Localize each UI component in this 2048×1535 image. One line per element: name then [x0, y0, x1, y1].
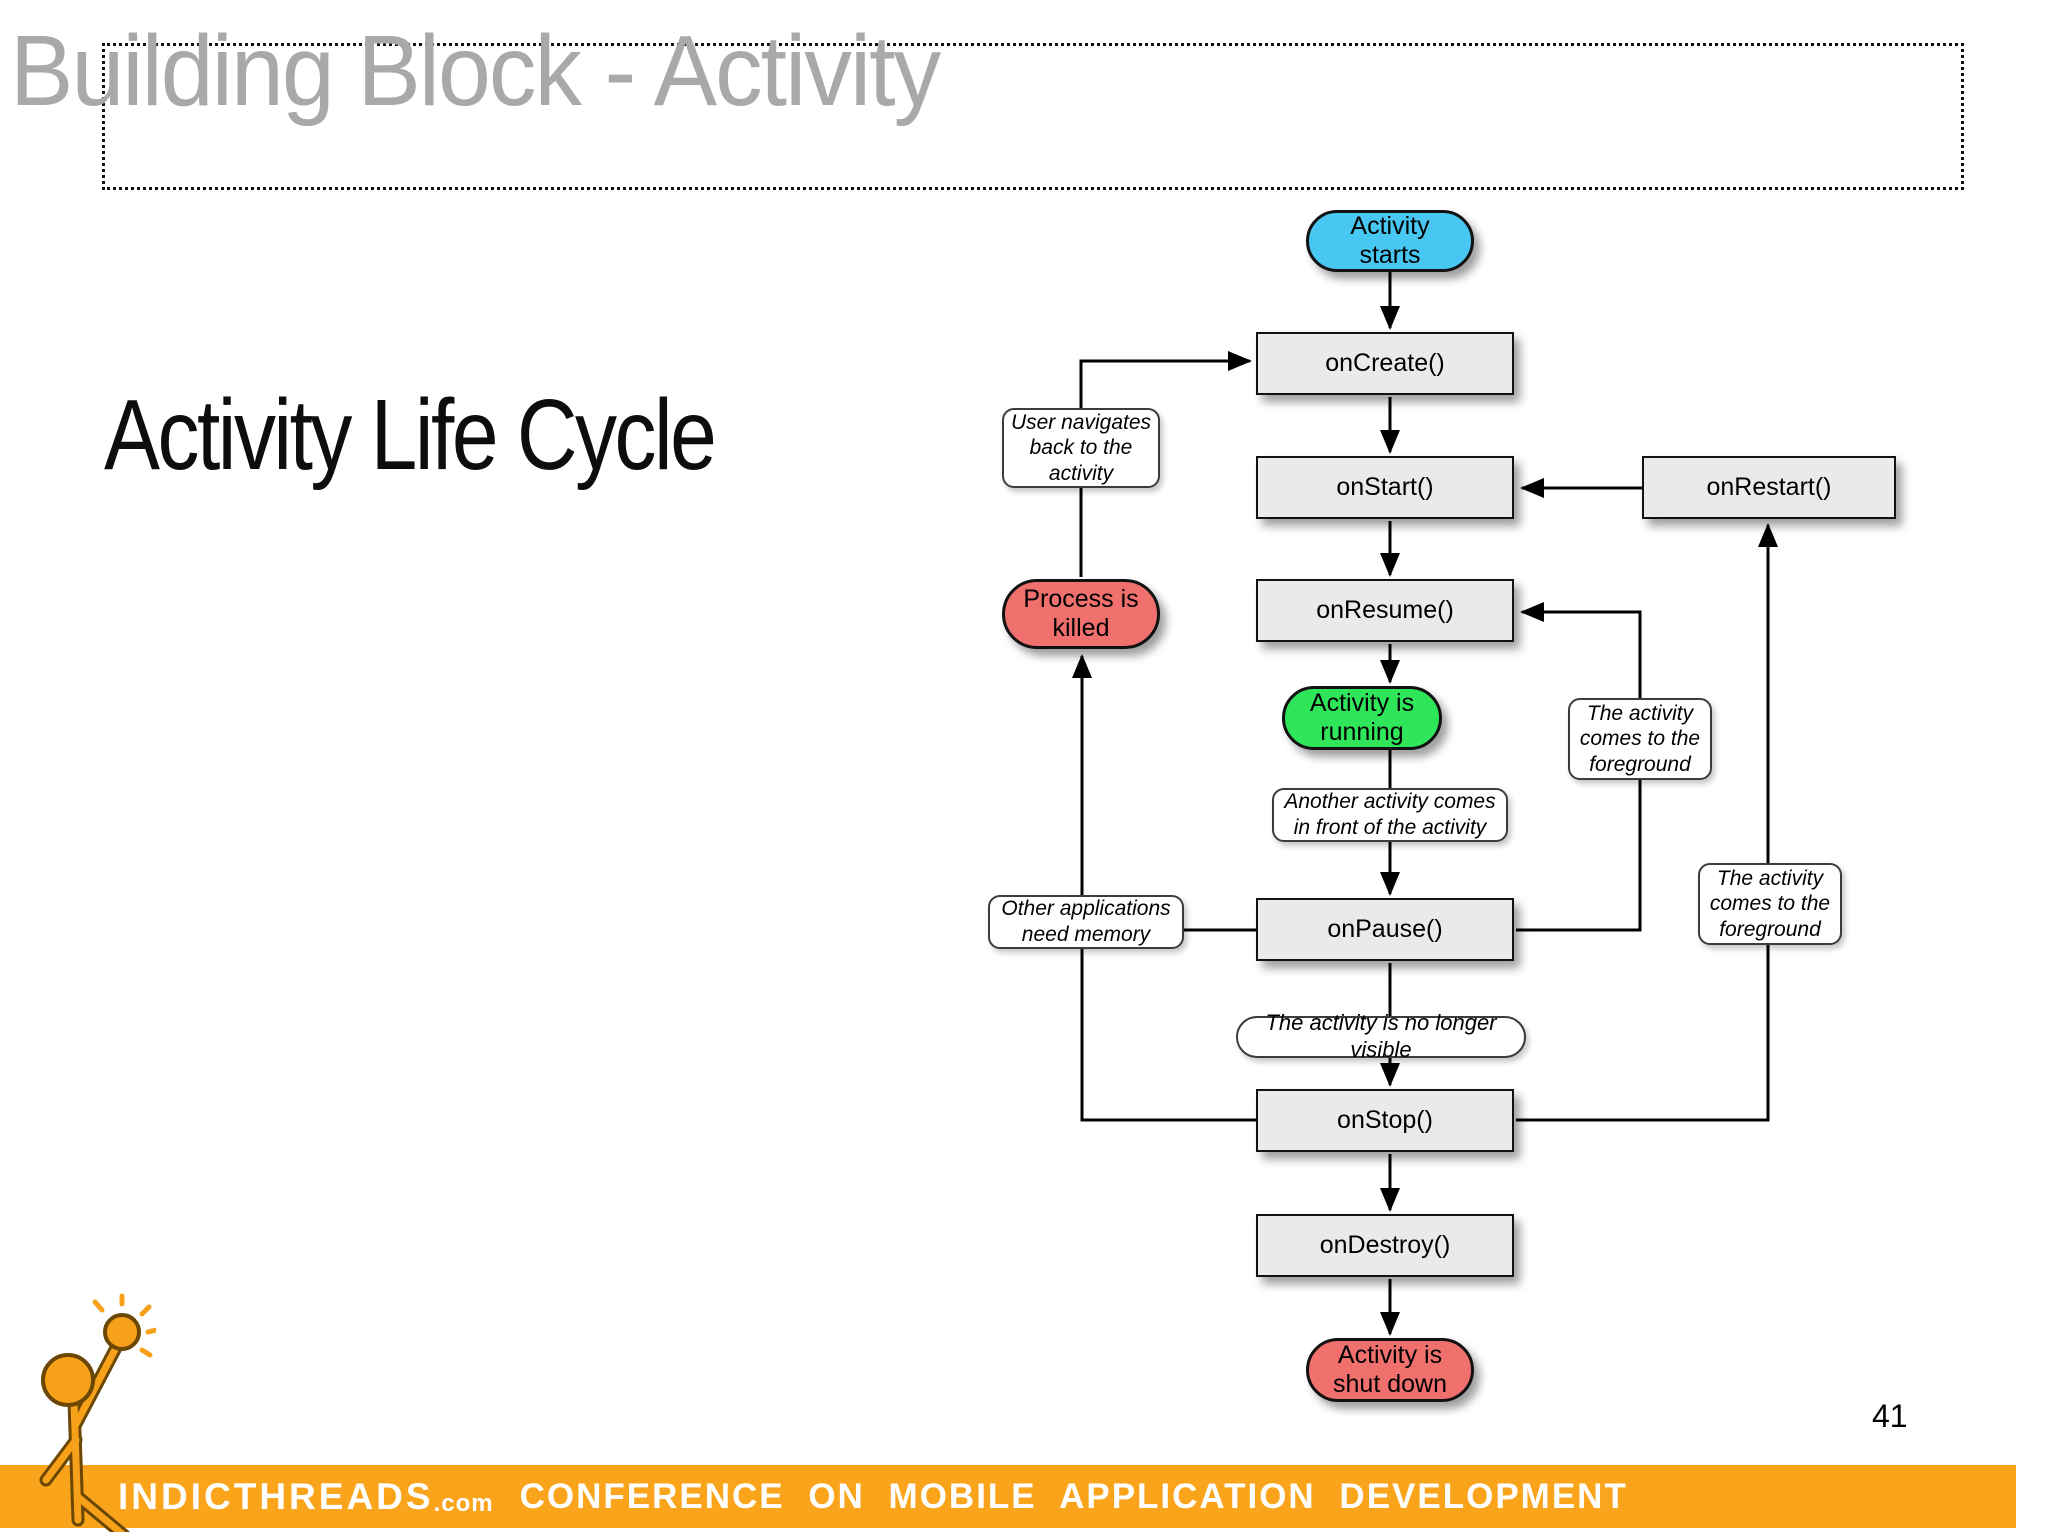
note-other-apps-memory: Other applications need memory	[988, 895, 1184, 949]
node-process-killed: Process is killed	[1002, 579, 1160, 649]
note-no-longer-visible: The activity is no longer visible	[1236, 1010, 1526, 1062]
node-onpause: onPause()	[1256, 898, 1514, 961]
slide-title-box	[102, 43, 1964, 190]
note-user-navigates-back: User navigates back to the activity	[1002, 408, 1160, 488]
note-foreground-inner: The activity comes to the foreground	[1568, 698, 1712, 780]
note-another-activity: Another activity comes in front of the a…	[1272, 788, 1508, 842]
node-activity-starts: Activity starts	[1306, 210, 1474, 272]
node-onrestart: onRestart()	[1642, 456, 1896, 519]
footer-tagline: CONFERENCE ON MOBILE APPLICATION DEVELOP…	[519, 1476, 1628, 1516]
note-foreground-outer: The activity comes to the foreground	[1698, 863, 1842, 945]
node-onstop: onStop()	[1256, 1089, 1514, 1152]
footer-bar: INDICTHREADS .com CONFERENCE ON MOBILE A…	[0, 1465, 2016, 1528]
footer-suffix: .com	[433, 1490, 494, 1517]
node-onstart: onStart()	[1256, 456, 1514, 519]
page-number: 41	[1872, 1398, 1908, 1434]
footer-brand: INDICTHREADS	[118, 1475, 434, 1517]
node-activity-shutdown: Activity is shut down	[1306, 1338, 1474, 1402]
slide-title: Building Block - Activity	[10, 15, 941, 127]
node-ondestroy: onDestroy()	[1256, 1214, 1514, 1277]
node-onresume: onResume()	[1256, 579, 1514, 642]
indicthreads-logo-icon	[39, 1293, 156, 1532]
node-activity-running: Activity is running	[1282, 686, 1442, 750]
slide-heading: Activity Life Cycle	[104, 379, 717, 491]
node-oncreate: onCreate()	[1256, 332, 1514, 395]
